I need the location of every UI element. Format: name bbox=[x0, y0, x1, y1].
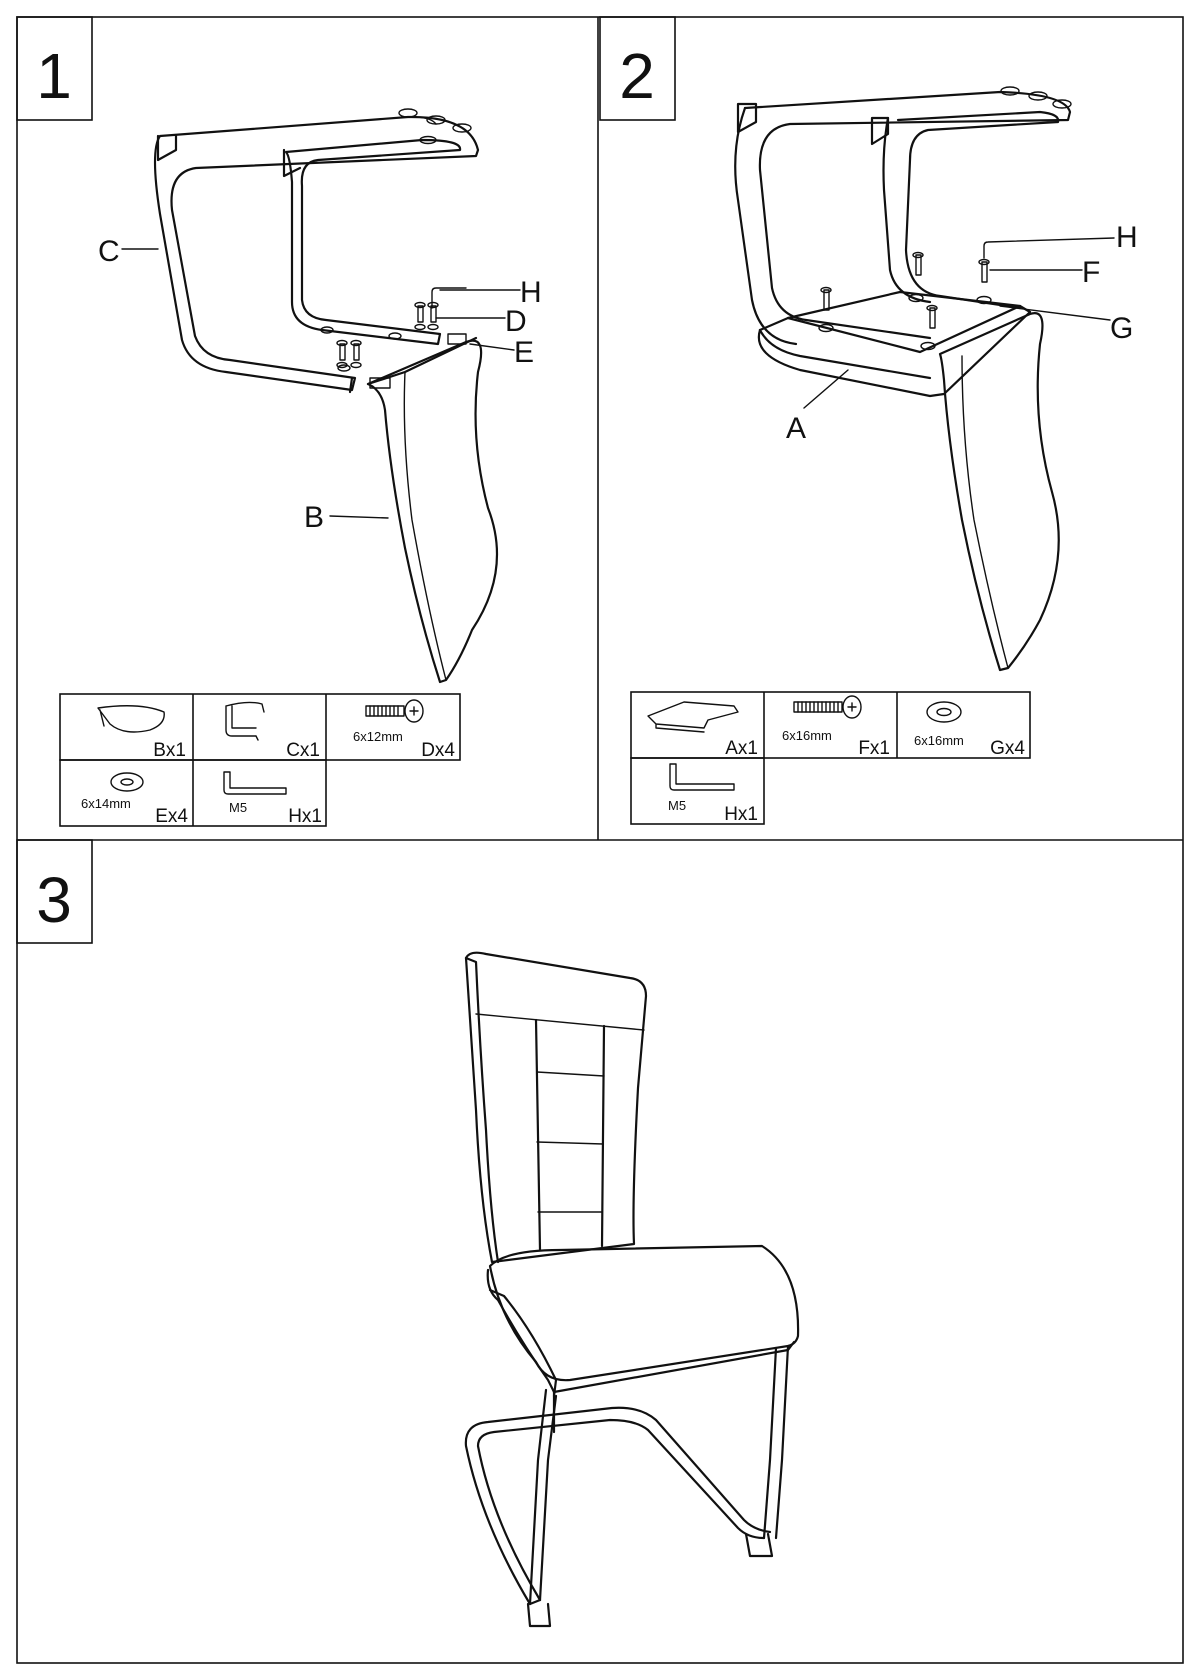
backrest-b-illustration bbox=[366, 333, 498, 684]
step-2-number: 2 bbox=[619, 40, 655, 112]
part-h-icon-2 bbox=[669, 763, 735, 791]
hex-key-h-illustration bbox=[431, 287, 467, 309]
backrest-illustration bbox=[938, 312, 1060, 672]
part-e-tag: Ex4 bbox=[155, 806, 188, 827]
part-d-size: 6x12mm bbox=[353, 729, 403, 744]
assembled-chair-illustration bbox=[464, 951, 800, 1628]
part-f-icon bbox=[793, 695, 862, 719]
part-a-tag: Ax1 bbox=[725, 738, 758, 759]
step-1-number-box bbox=[16, 16, 93, 121]
frame-assembly-illustration bbox=[734, 86, 1072, 346]
bolts-d-illustration bbox=[336, 301, 439, 369]
part-h-size-2: M5 bbox=[668, 798, 686, 813]
part-g-icon bbox=[926, 701, 962, 723]
label-f: F bbox=[1082, 256, 1100, 289]
part-e-size: 6x14mm bbox=[81, 796, 131, 811]
label-b: B bbox=[304, 501, 324, 534]
part-h-tag: Hx1 bbox=[288, 806, 322, 827]
part-g-size: 6x16mm bbox=[914, 733, 964, 748]
step-3-number-box bbox=[16, 839, 93, 944]
step-3-panel: 3 bbox=[16, 839, 800, 1628]
label-g: G bbox=[1110, 312, 1133, 345]
part-f-size: 6x16mm bbox=[782, 728, 832, 743]
part-d-icon bbox=[365, 699, 424, 723]
bolts-f-illustration bbox=[820, 251, 990, 329]
part-c-tag: Cx1 bbox=[286, 740, 320, 761]
step-2-parts-table: Ax1 6x16mm Fx1 6x16mm Gx4 M5 Hx1 bbox=[630, 691, 1031, 825]
label-a: A bbox=[786, 412, 806, 445]
label-c: C bbox=[98, 235, 120, 268]
part-a-icon bbox=[647, 701, 739, 733]
hex-key-h-illustration-2 bbox=[983, 237, 1115, 259]
step-1-labels: C H D E B bbox=[98, 235, 542, 534]
seat-a-illustration bbox=[757, 290, 1032, 398]
label-h: H bbox=[520, 276, 542, 309]
label-e: E bbox=[514, 336, 534, 369]
step-2-labels: H F G A bbox=[786, 221, 1138, 445]
panel-frame bbox=[16, 16, 1184, 1664]
frame-c-illustration bbox=[153, 108, 480, 394]
part-h-tag-2: Hx1 bbox=[724, 804, 758, 825]
step-1-panel: 1 bbox=[16, 16, 542, 827]
step-2-panel: 2 bbox=[599, 16, 1138, 825]
step-3-number: 3 bbox=[36, 864, 72, 936]
part-f-tag: Fx1 bbox=[858, 738, 890, 759]
part-b-tag: Bx1 bbox=[153, 740, 186, 761]
part-d-tag: Dx4 bbox=[421, 740, 455, 761]
part-h-size: M5 bbox=[229, 800, 247, 815]
label-h-2: H bbox=[1116, 221, 1138, 254]
part-e-icon bbox=[110, 772, 144, 792]
step-1-number: 1 bbox=[36, 40, 72, 112]
step-2-number-box bbox=[599, 16, 676, 121]
part-b-icon bbox=[97, 705, 165, 733]
part-g-tag: Gx4 bbox=[990, 738, 1025, 759]
part-c-icon bbox=[225, 701, 265, 741]
step-1-parts-table: Bx1 Cx1 6x12mm Dx4 6x14mm Ex4 M5 bbox=[59, 693, 461, 827]
part-h-icon bbox=[223, 771, 287, 795]
label-d: D bbox=[505, 305, 527, 338]
